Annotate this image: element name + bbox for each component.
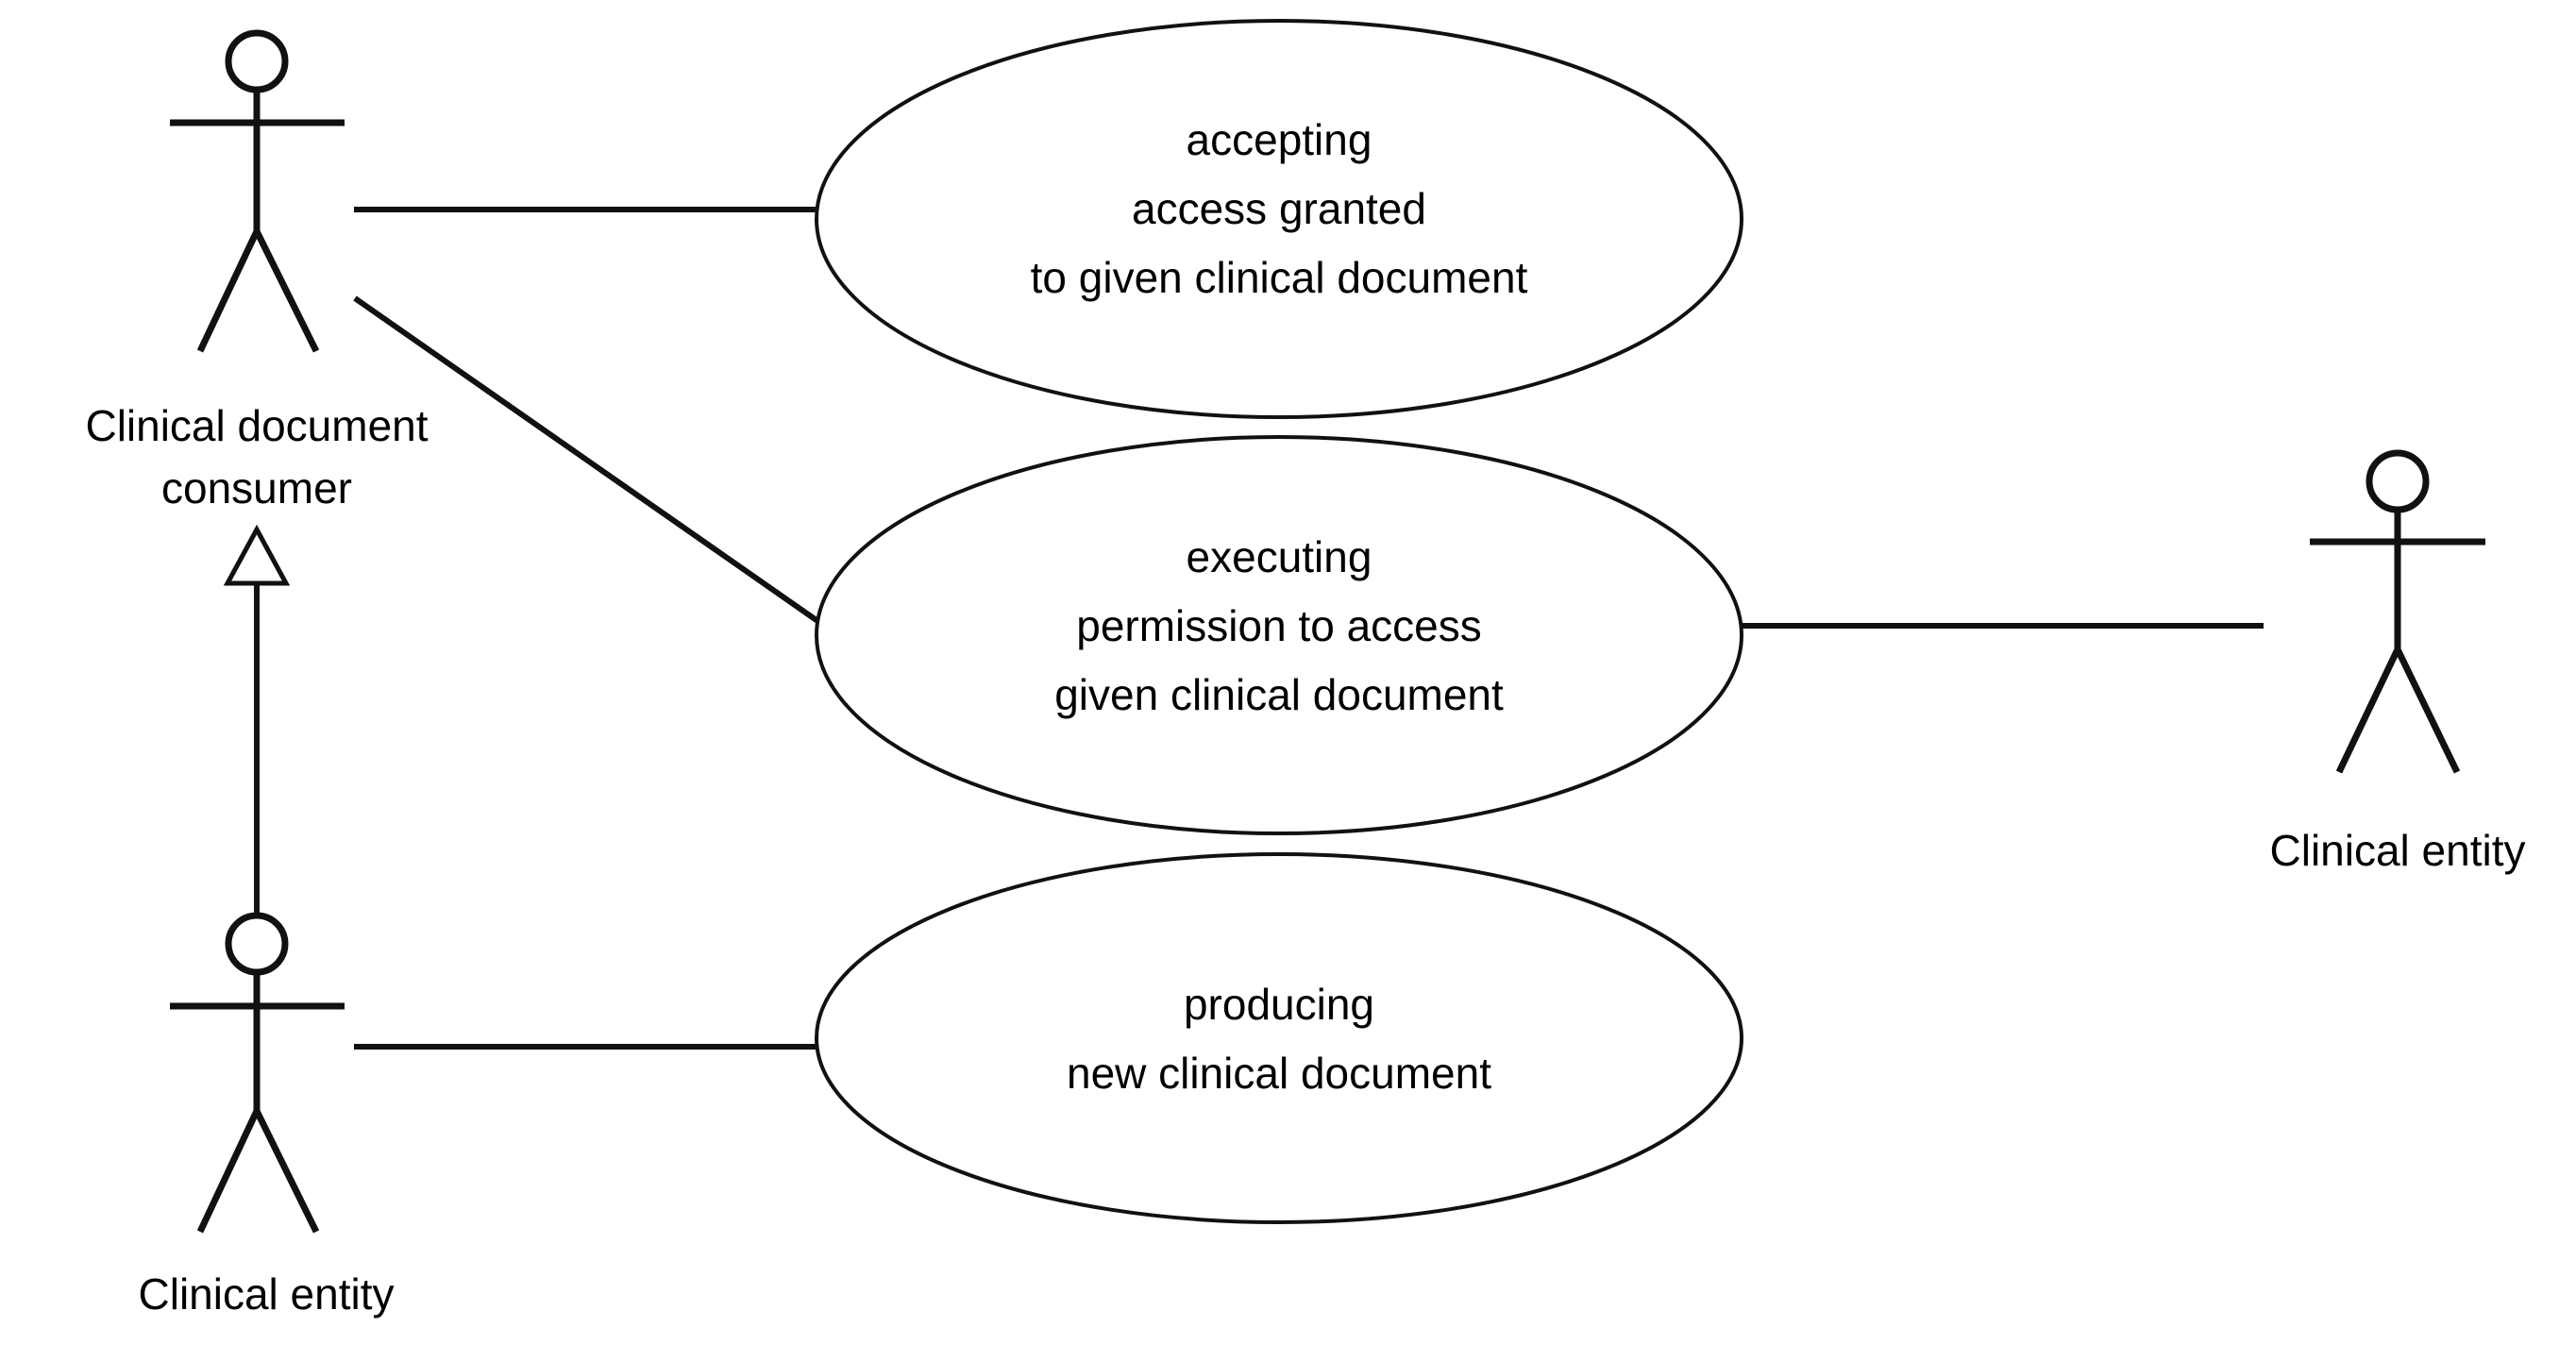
use-case-label-line2: permission to access [1076, 601, 1482, 650]
actor-left-leg-icon [196, 1109, 261, 1234]
actor-left-leg-icon [196, 229, 261, 353]
actor-right-leg-icon [253, 1109, 320, 1234]
association-consumer-to-executing[interactable] [353, 295, 825, 628]
actor-right-leg-icon [2394, 647, 2461, 774]
actor-label-line1: Clinical document [85, 401, 428, 450]
actor-label-line2: consumer [161, 463, 352, 512]
use-case-label-line1: executing [1187, 532, 1372, 581]
actor-right-leg-icon [253, 229, 320, 353]
use-case-label-line3: given clinical document [1054, 670, 1504, 719]
use-case-ellipse-accepting[interactable] [815, 19, 1743, 419]
actor-head-icon [2366, 449, 2430, 513]
use-case-label-line1: producing [1184, 980, 1374, 1029]
use-case-label-line2: access granted [1132, 184, 1426, 233]
actor-left-leg-icon [2335, 647, 2401, 774]
actor-clinical-entity-right[interactable]: Clinical entity [2270, 449, 2526, 875]
actor-head-icon [225, 29, 289, 93]
actor-clinical-document-consumer[interactable]: Clinical document consumer [85, 29, 429, 512]
use-case-ellipse-producing[interactable] [815, 852, 1743, 1224]
actor-head-icon [225, 912, 289, 976]
generalization-arrowhead-icon [223, 524, 291, 586]
use-case-label-line1: accepting [1187, 115, 1372, 164]
use-case-label-line3: to given clinical document [1031, 253, 1528, 302]
use-case-label-line2: new clinical document [1067, 1049, 1491, 1098]
actor-label: Clinical entity [139, 1269, 395, 1319]
use-case-ellipse-executing[interactable] [815, 435, 1743, 835]
actor-label: Clinical entity [2270, 826, 2526, 875]
actor-clinical-entity-bottom[interactable]: Clinical entity [139, 912, 395, 1319]
